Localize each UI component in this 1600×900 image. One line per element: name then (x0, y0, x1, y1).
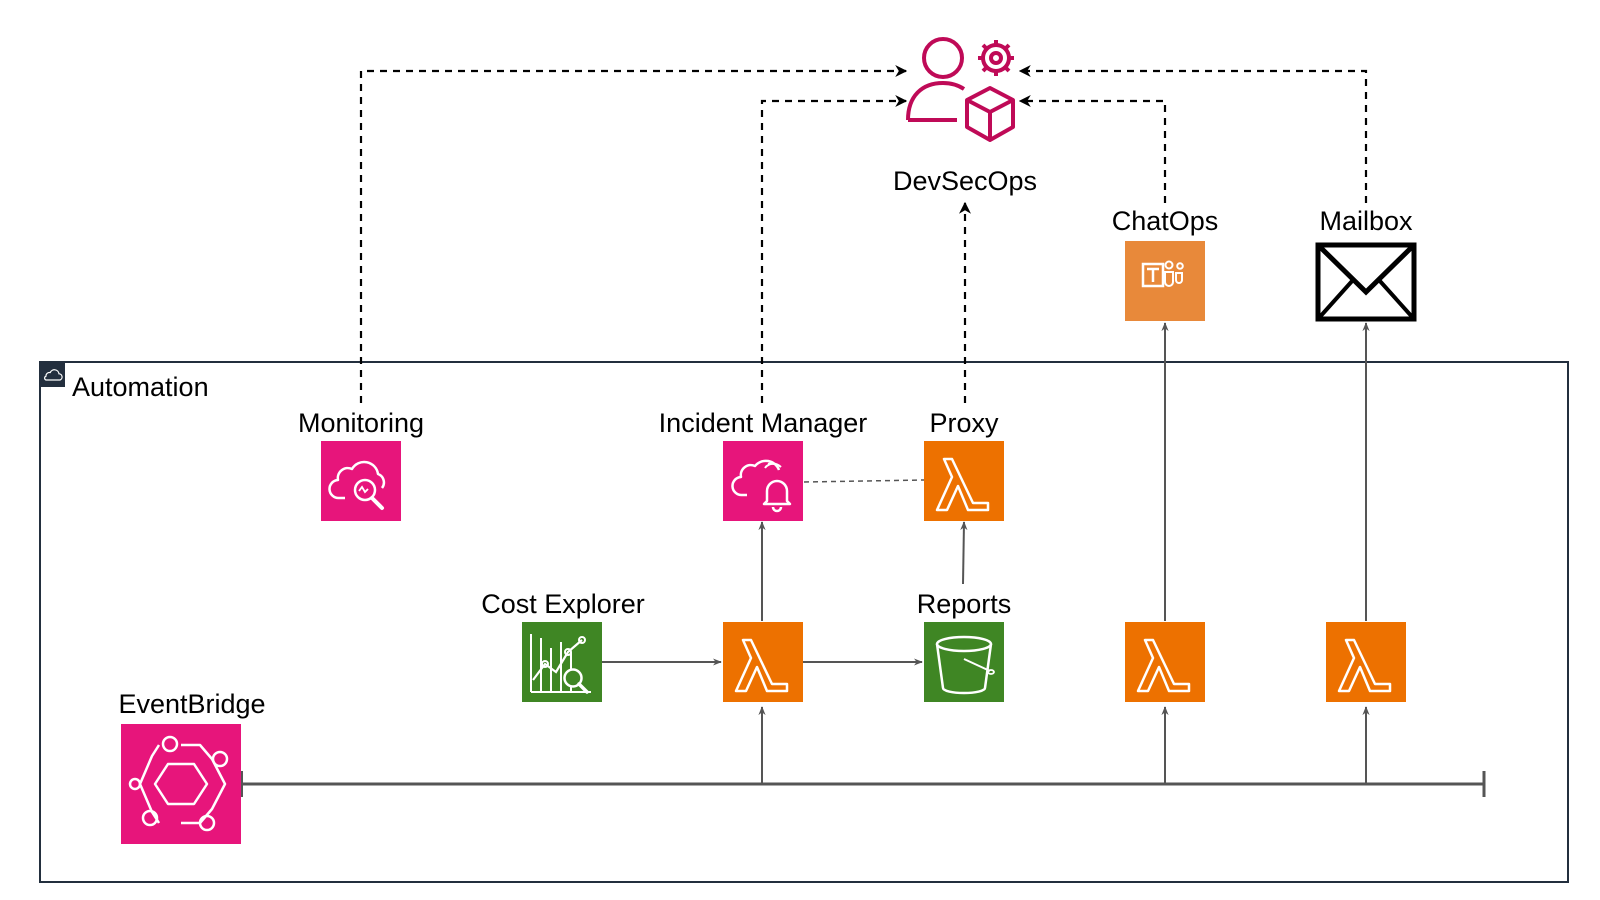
flow-connectors (241, 322, 1486, 797)
reports-node[interactable]: Reports (917, 589, 1012, 702)
lambda-icon (1326, 622, 1406, 702)
monitoring-to-devsecops-connector (359, 65, 908, 403)
incident-manager-label: Incident Manager (659, 408, 868, 438)
lambda-icon (924, 441, 1004, 521)
reports-label: Reports (917, 589, 1012, 619)
s3-bucket-icon (924, 622, 1004, 702)
automation-group: Automation (39, 361, 1569, 883)
incident-manager-node[interactable]: Incident Manager (659, 408, 868, 521)
cloudwatch-icon (321, 441, 401, 521)
envelope-icon (1315, 242, 1417, 322)
mailbox-label: Mailbox (1319, 206, 1413, 236)
eventbridge-icon (121, 724, 241, 844)
devsecops-user-gear-icon (906, 37, 1015, 142)
incident-proxy-association (803, 479, 925, 483)
proxy-label: Proxy (929, 408, 999, 438)
cloud-icon (40, 362, 65, 387)
cost-explorer-node[interactable]: Cost Explorer (481, 589, 645, 702)
monitoring-node[interactable]: Monitoring (298, 408, 424, 521)
mailbox-to-devsecops-connector (1018, 65, 1368, 203)
notification-connectors (359, 65, 1368, 403)
mailbox-node[interactable]: Mailbox (1315, 206, 1417, 322)
eventbridge-node[interactable]: EventBridge (118, 689, 266, 844)
lambda-mailbox-node[interactable] (1326, 622, 1406, 702)
incident-manager-to-devsecops-connector (760, 95, 908, 403)
lambda-main-node[interactable] (723, 622, 803, 702)
proxy-node[interactable]: Proxy (924, 408, 1004, 521)
microsoft-teams-icon (1125, 241, 1205, 321)
devsecops-label: DevSecOps (893, 166, 1037, 196)
monitoring-label: Monitoring (298, 408, 424, 438)
lambda-icon (723, 622, 803, 702)
automation-group-label: Automation (72, 372, 209, 402)
chatops-to-devsecops-connector (1018, 95, 1167, 203)
cost-explorer-icon (522, 622, 602, 702)
cost-explorer-label: Cost Explorer (481, 589, 645, 619)
eventbridge-label: EventBridge (118, 689, 265, 719)
chatops-node[interactable]: ChatOps (1112, 206, 1219, 321)
incident-manager-icon (723, 441, 803, 521)
lambda-icon (1125, 622, 1205, 702)
lambda-chatops-node[interactable] (1125, 622, 1205, 702)
reports-to-proxy (960, 521, 968, 585)
devsecops-node[interactable]: DevSecOps (893, 37, 1037, 196)
chatops-label: ChatOps (1112, 206, 1219, 236)
